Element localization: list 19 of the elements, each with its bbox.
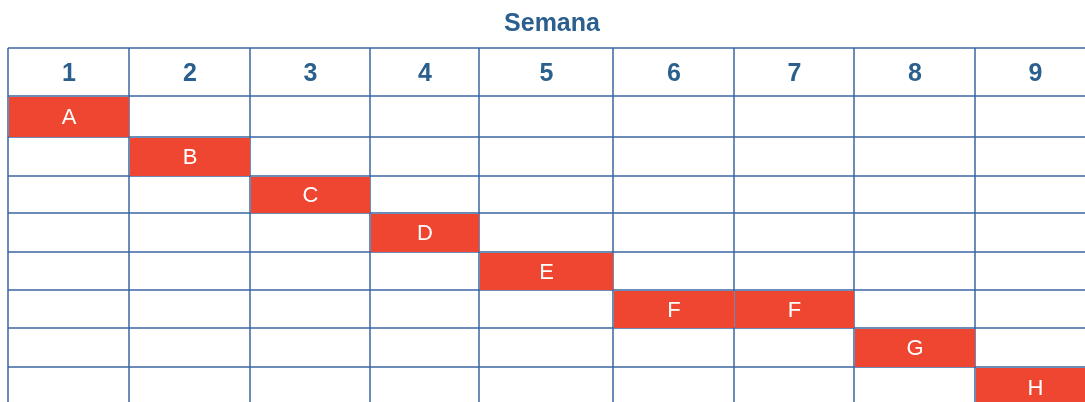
column-header: 7 — [786, 57, 803, 88]
task-bar: F — [614, 291, 734, 328]
task-bar: H — [976, 368, 1085, 402]
column-header: 8 — [907, 57, 923, 88]
task-bar: D — [371, 214, 479, 252]
task-bar: E — [480, 253, 613, 290]
column-header: 5 — [538, 57, 555, 88]
column-header: 3 — [302, 57, 319, 88]
task-bar: A — [9, 97, 129, 137]
column-header: 2 — [182, 57, 198, 88]
column-header: 4 — [417, 57, 433, 88]
task-bar: C — [251, 177, 370, 213]
task-bar: B — [130, 138, 250, 176]
chart-title: Semana — [503, 8, 601, 37]
column-header: 9 — [1027, 57, 1044, 88]
column-header: 1 — [61, 57, 77, 88]
column-header: 6 — [666, 57, 682, 88]
task-bar: G — [855, 329, 975, 367]
task-bar: F — [735, 291, 854, 328]
